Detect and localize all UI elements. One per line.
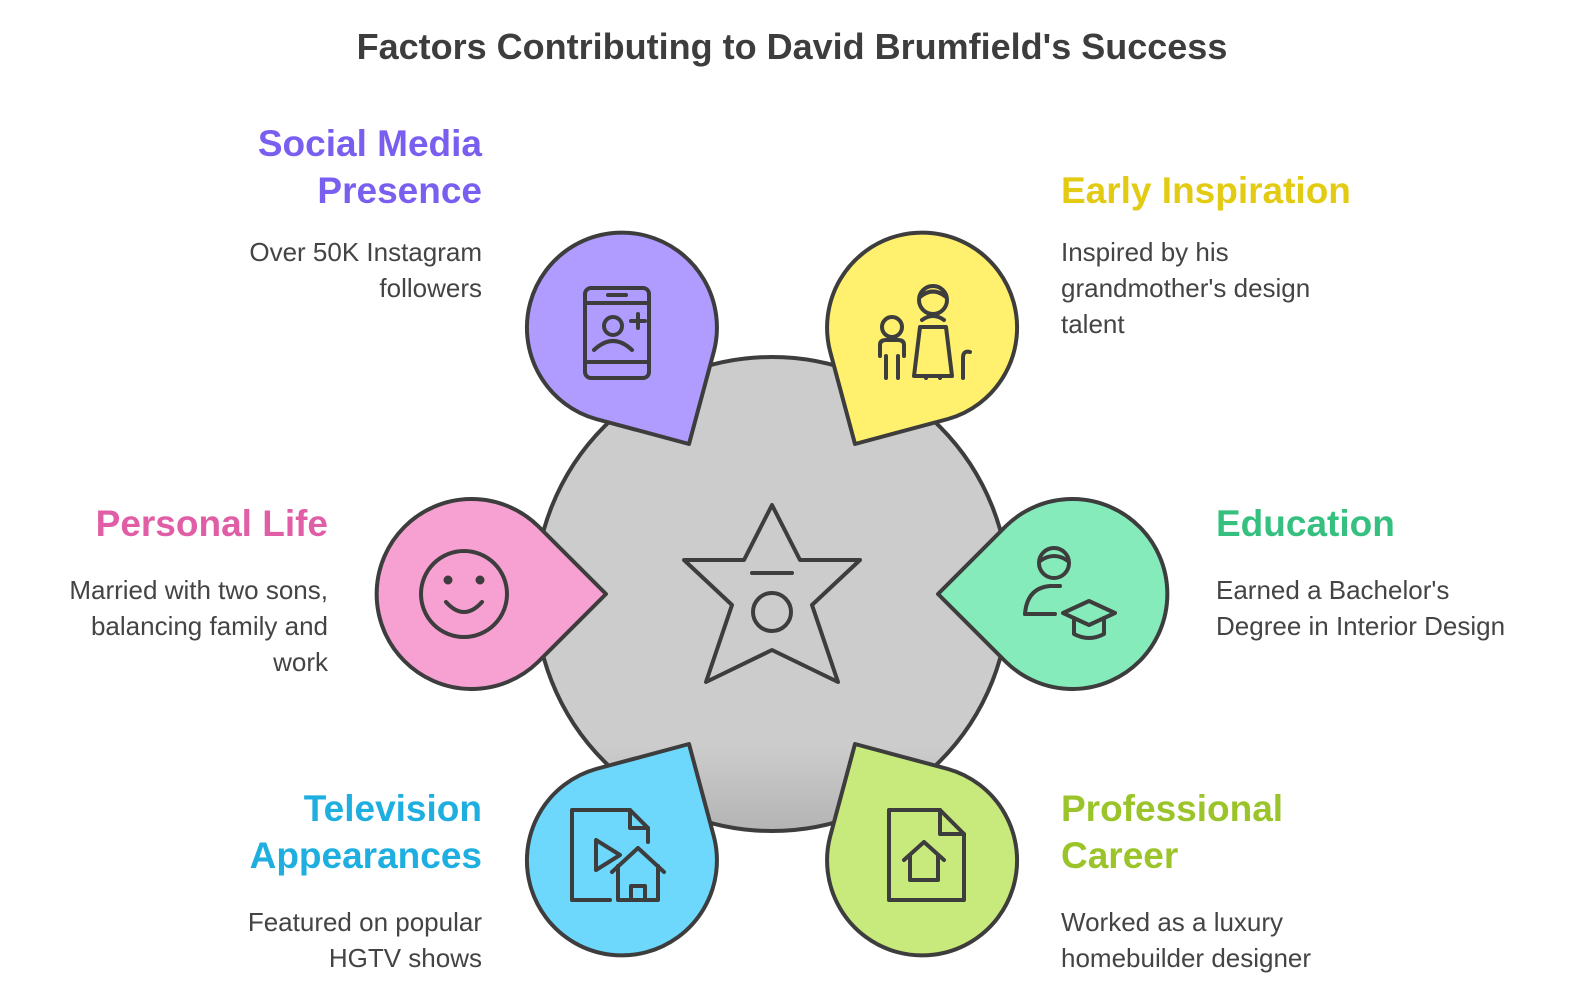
diagram-title: Factors Contributing to David Brumfield'… bbox=[356, 26, 1228, 67]
factor-title: Professional Career bbox=[1061, 785, 1311, 879]
factor-television: Television Appearances Featured on popul… bbox=[248, 785, 482, 976]
factor-description: Earned a Bachelor's Degree in Interior D… bbox=[1216, 572, 1505, 644]
factor-description: Featured on popular HGTV shows bbox=[248, 904, 482, 976]
house-document-icon bbox=[887, 808, 966, 902]
grandmother-child-icon bbox=[878, 284, 972, 380]
factor-description: Married with two sons, balancing family … bbox=[69, 572, 328, 680]
petal-professional-career bbox=[825, 742, 1020, 958]
desc-line: Worked as a luxury bbox=[1061, 907, 1284, 937]
desc-line: followers bbox=[379, 273, 482, 303]
desc-line: HGTV shows bbox=[328, 943, 482, 973]
desc-line: balancing family and bbox=[90, 611, 328, 641]
desc-line: grandmother's design bbox=[1061, 273, 1311, 303]
desc-line: Degree in Interior Design bbox=[1216, 611, 1506, 641]
factor-title-line: Early Inspiration bbox=[1061, 170, 1351, 211]
star-person-icon bbox=[682, 503, 862, 684]
graduate-icon bbox=[1023, 546, 1117, 640]
factor-title: Social Media Presence bbox=[249, 120, 482, 214]
factor-title-line: Education bbox=[1216, 503, 1395, 544]
desc-line: Over 50K Instagram bbox=[249, 237, 482, 267]
factor-title: Education bbox=[1216, 500, 1505, 547]
desc-line: Inspired by his bbox=[1061, 237, 1229, 267]
petal-early-inspiration bbox=[825, 230, 1020, 446]
factor-title-line: Social Media bbox=[257, 123, 482, 164]
petal-television bbox=[524, 742, 719, 958]
factor-title-line: Personal Life bbox=[95, 503, 328, 544]
smiley-face-icon bbox=[419, 549, 509, 639]
factor-title: Personal Life bbox=[69, 500, 328, 547]
factor-social-media: Social Media Presence Over 50K Instagram… bbox=[249, 120, 482, 306]
factor-title: Early Inspiration bbox=[1061, 167, 1351, 214]
factor-personal-life: Personal Life Married with two sons, bal… bbox=[69, 500, 328, 680]
desc-line: homebuilder designer bbox=[1061, 943, 1312, 973]
factor-education: Education Earned a Bachelor's Degree in … bbox=[1216, 500, 1505, 644]
petal-personal-life bbox=[374, 497, 608, 691]
factor-description: Worked as a luxury homebuilder designer bbox=[1061, 904, 1311, 976]
smartphone-add-user-icon bbox=[583, 286, 651, 380]
factor-description: Inspired by his grandmother's design tal… bbox=[1061, 234, 1351, 342]
factor-title: Television Appearances bbox=[248, 785, 482, 879]
desc-line: Featured on popular bbox=[247, 907, 482, 937]
petal-education bbox=[936, 497, 1170, 691]
factor-title-line: Professional bbox=[1061, 788, 1284, 829]
desc-line: Married with two sons, bbox=[69, 575, 328, 605]
video-file-home-icon bbox=[570, 808, 666, 902]
desc-line: work bbox=[273, 647, 328, 677]
factor-title-line: Appearances bbox=[249, 835, 482, 876]
factor-title-line: Television bbox=[303, 788, 482, 829]
factor-early-inspiration: Early Inspiration Inspired by his grandm… bbox=[1061, 167, 1351, 342]
factor-description: Over 50K Instagram followers bbox=[249, 234, 482, 306]
factor-professional-career: Professional Career Worked as a luxury h… bbox=[1061, 785, 1311, 976]
factor-title-line: Presence bbox=[317, 170, 482, 211]
desc-line: talent bbox=[1061, 309, 1125, 339]
petal-social-media bbox=[524, 230, 719, 446]
desc-line: Earned a Bachelor's bbox=[1216, 575, 1450, 605]
factor-title-line: Career bbox=[1061, 835, 1179, 876]
